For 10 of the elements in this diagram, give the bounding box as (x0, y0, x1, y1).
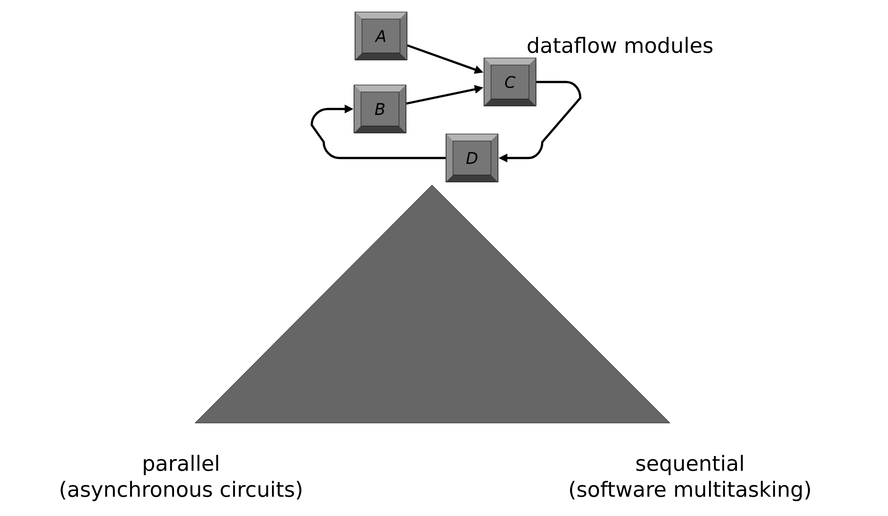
label: parallel (144, 454, 218, 476)
module-box: A (354, 12, 408, 60)
label: sequential (636, 454, 743, 476)
module-box: B (354, 84, 406, 134)
label: (software multitasking) (570, 480, 810, 502)
label: (asynchronous circuits) (60, 480, 302, 502)
arrow (310, 104, 446, 160)
label: dataflow modules (528, 36, 712, 54)
module-box: D (446, 134, 498, 182)
module-box: C (484, 58, 536, 106)
